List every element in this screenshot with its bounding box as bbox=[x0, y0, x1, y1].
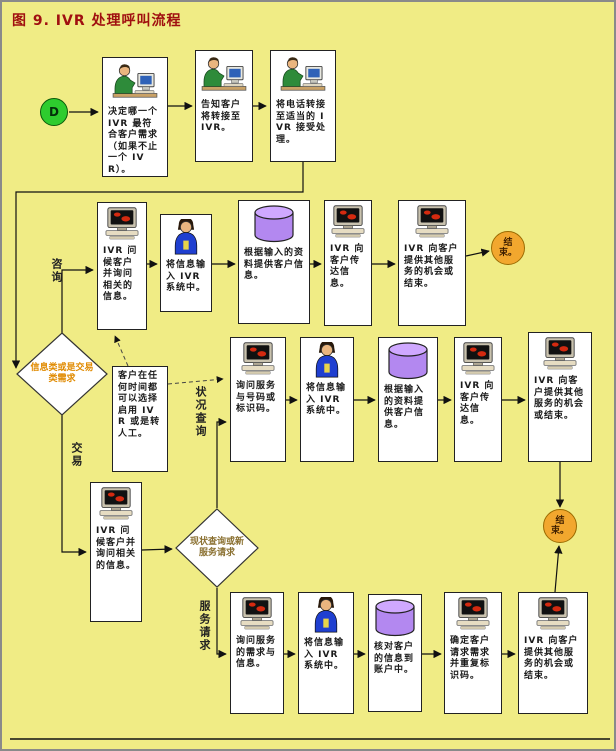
terminal-screen-icon bbox=[97, 487, 135, 521]
step-service-confirm-text: 确定客户请求需求并重复标识码。 bbox=[450, 636, 491, 681]
datastore-consult-lookup-text: 根据输入的资料提供客户信息。 bbox=[244, 248, 305, 281]
branch-label-transaction: 交易 bbox=[70, 442, 83, 468]
database-cylinder-icon bbox=[373, 599, 417, 637]
step-service-input-text: 将信息输入 IVR 系统中。 bbox=[304, 638, 345, 671]
step-inform-transfer-text: 告知客户将转接至 IVR。 bbox=[201, 100, 242, 133]
person-at-computer-icon bbox=[201, 55, 247, 95]
step-service-offer-text: IVR 向客户提供其他服务的机会或结束。 bbox=[524, 636, 579, 681]
branch-label-service-request: 服务请求 bbox=[198, 600, 211, 652]
step-status-input-text: 将信息输入 IVR 系统中。 bbox=[306, 383, 347, 416]
database-cylinder-icon bbox=[252, 205, 296, 243]
datastore-status-lookup-text: 根据输入的资料提供客户信息。 bbox=[384, 385, 425, 430]
step-transaction-greet-text: IVR 问候客户并询问相关的信息。 bbox=[96, 526, 137, 571]
person-at-computer-icon bbox=[280, 55, 326, 95]
step-inform-transfer: 告知客户将转接至 IVR。 bbox=[195, 50, 253, 162]
datastore-service-verify-text: 核对客户的信息到账户中。 bbox=[374, 642, 415, 675]
end-node-status-label: 结束。 bbox=[550, 516, 569, 536]
decision-status-or-new-service-text: 现状查询或新服务请求 bbox=[189, 537, 244, 558]
terminal-screen-icon bbox=[103, 207, 141, 241]
terminal-screen-icon bbox=[239, 342, 277, 376]
step-consult-deliver-text: IVR 向客户传达信息。 bbox=[330, 244, 365, 289]
end-node-consult-label: 结束。 bbox=[498, 238, 517, 258]
terminal-screen-icon bbox=[454, 597, 492, 631]
step-consult-offer-text: IVR 向客户提供其他服务的机会或结束。 bbox=[404, 244, 459, 289]
step-consult-greet-text: IVR 问候客户并询问相关的信息。 bbox=[103, 246, 138, 302]
step-decide-ivr-text: 决定哪一个 IVR 最符合客户需求（如果不止一个 IVR）。 bbox=[108, 107, 159, 175]
step-status-ask-text: 询问服务与号码或标识码。 bbox=[236, 381, 277, 414]
terminal-screen-icon bbox=[413, 205, 451, 239]
datastore-status-lookup: 根据输入的资料提供客户信息。 bbox=[378, 337, 438, 462]
terminal-screen-icon bbox=[534, 597, 572, 631]
operator-person-icon bbox=[312, 342, 342, 378]
step-status-offer: IVR 向客户提供其他服务的机会或结束。 bbox=[528, 332, 592, 462]
terminal-screen-icon bbox=[238, 597, 276, 631]
step-service-ask: 询问服务的需求与信息。 bbox=[230, 592, 284, 714]
datastore-service-verify: 核对客户的信息到账户中。 bbox=[368, 594, 422, 712]
start-node-label: D bbox=[49, 105, 59, 119]
step-transaction-greet: IVR 问候客户并询问相关的信息。 bbox=[90, 482, 142, 622]
step-service-offer: IVR 向客户提供其他服务的机会或结束。 bbox=[518, 592, 588, 714]
step-status-input: 将信息输入 IVR 系统中。 bbox=[300, 337, 354, 462]
step-consult-offer: IVR 向客户提供其他服务的机会或结束。 bbox=[398, 200, 466, 326]
database-cylinder-icon bbox=[386, 342, 430, 380]
step-transfer-call-text: 将电话转接至适当的 IVR 接受处理。 bbox=[276, 100, 327, 145]
step-transfer-call: 将电话转接至适当的 IVR 接受处理。 bbox=[270, 50, 336, 162]
person-at-computer-icon bbox=[112, 62, 158, 102]
operator-person-icon bbox=[171, 219, 201, 255]
step-service-input: 将信息输入 IVR 系统中。 bbox=[298, 592, 354, 714]
step-consult-greet: IVR 问候客户并询问相关的信息。 bbox=[97, 202, 147, 330]
end-node-status: 结束。 bbox=[543, 509, 577, 543]
step-status-deliver: IVR 向客户传达信息。 bbox=[454, 337, 502, 462]
operator-person-icon bbox=[311, 597, 341, 633]
decision-status-or-new-service: 现状查询或新服务请求 bbox=[175, 508, 259, 588]
terminal-screen-icon bbox=[459, 342, 497, 376]
page-title: 图 9. IVR 处理呼叫流程 bbox=[12, 13, 182, 29]
terminal-screen-icon bbox=[329, 205, 367, 239]
note-customer-choice: 客户在任何时间都可以选择启用 IVR 或是转人工。 bbox=[112, 366, 168, 472]
step-status-ask: 询问服务与号码或标识码。 bbox=[230, 337, 286, 462]
decision-info-or-transaction-text: 信息类或是交易类需求 bbox=[30, 363, 94, 384]
step-service-confirm: 确定客户请求需求并重复标识码。 bbox=[444, 592, 502, 714]
datastore-consult-lookup: 根据输入的资料提供客户信息。 bbox=[238, 200, 310, 324]
step-service-ask-text: 询问服务的需求与信息。 bbox=[236, 636, 277, 669]
step-consult-input-text: 将信息输入 IVR 系统中。 bbox=[166, 260, 207, 293]
step-status-deliver-text: IVR 向客户传达信息。 bbox=[460, 381, 495, 426]
terminal-screen-icon bbox=[541, 337, 579, 371]
step-consult-input: 将信息输入 IVR 系统中。 bbox=[160, 214, 212, 312]
step-consult-deliver: IVR 向客户传达信息。 bbox=[324, 200, 372, 326]
end-node-consult: 结束。 bbox=[491, 231, 525, 265]
decision-info-or-transaction: 信息类或是交易类需求 bbox=[16, 332, 108, 416]
note-customer-choice-text: 客户在任何时间都可以选择启用 IVR 或是转人工。 bbox=[118, 371, 161, 439]
branch-label-consult: 咨询 bbox=[50, 258, 63, 284]
step-decide-ivr: 决定哪一个 IVR 最符合客户需求（如果不止一个 IVR）。 bbox=[102, 57, 168, 177]
start-node: D bbox=[40, 98, 68, 126]
branch-label-status-query: 状况查询 bbox=[194, 386, 207, 438]
step-status-offer-text: IVR 向客户提供其他服务的机会或结束。 bbox=[534, 376, 585, 421]
